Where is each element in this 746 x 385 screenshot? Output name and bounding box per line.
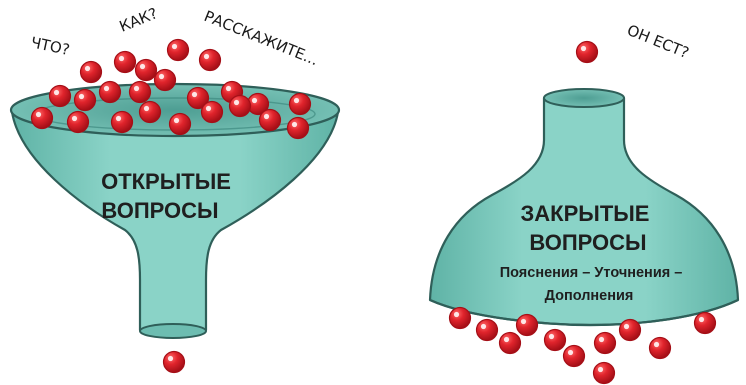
ball-highlight — [206, 106, 211, 111]
ball-highlight — [549, 334, 554, 339]
ball-highlight — [144, 106, 149, 111]
ball-icon — [170, 114, 191, 135]
ball-icon — [112, 112, 133, 133]
ball-icon — [564, 346, 585, 367]
funnel-spout-rim — [140, 324, 206, 338]
ball-highlight — [119, 56, 124, 61]
ball-icon — [517, 315, 538, 336]
ball-highlight — [699, 317, 704, 322]
ball-icon — [68, 112, 89, 133]
ball-highlight — [172, 44, 177, 49]
ball-icon — [577, 42, 598, 63]
ball-icon — [450, 308, 471, 329]
ball-icon — [200, 50, 221, 71]
ball-icon — [115, 52, 136, 73]
ball-highlight — [481, 324, 486, 329]
closed-title-line2: ВОПРОСЫ — [529, 230, 646, 255]
question-what: ЧТО? — [29, 33, 71, 59]
closed-subtitle-line2: Дополнения — [545, 288, 634, 304]
ball-highlight — [116, 116, 121, 121]
ball-icon — [230, 96, 251, 117]
funnel-open-icon — [12, 112, 338, 336]
ball-highlight — [292, 122, 297, 127]
ball-icon — [595, 333, 616, 354]
question-how: КАК? — [117, 4, 160, 35]
ball-highlight — [252, 98, 257, 103]
ball-highlight — [192, 92, 197, 97]
ball-icon — [650, 338, 671, 359]
ball-icon — [168, 40, 189, 61]
ball-icon — [594, 363, 615, 384]
open-title-line1: ОТКРЫТЫЕ — [101, 169, 231, 194]
ball-icon — [695, 313, 716, 334]
ball-highlight — [599, 337, 604, 342]
ball-icon — [545, 330, 566, 351]
ball-icon — [81, 62, 102, 83]
ball-highlight — [168, 356, 173, 361]
ball-icon — [50, 86, 71, 107]
ball-icon — [130, 82, 151, 103]
ball-icon — [140, 102, 161, 123]
ball-icon — [500, 333, 521, 354]
ball-highlight — [134, 86, 139, 91]
ball-highlight — [581, 46, 586, 51]
ball-highlight — [294, 98, 299, 103]
ball-highlight — [140, 64, 145, 69]
ball-icon — [75, 90, 96, 111]
ball-highlight — [598, 367, 603, 372]
ball-icon — [477, 320, 498, 341]
ball-highlight — [159, 74, 164, 79]
ball-icon — [155, 70, 176, 91]
ball-icon — [288, 118, 309, 139]
ball-icon — [290, 94, 311, 115]
ball-highlight — [654, 342, 659, 347]
ball-highlight — [624, 324, 629, 329]
ball-highlight — [568, 350, 573, 355]
ball-icon — [164, 352, 185, 373]
ball-highlight — [174, 118, 179, 123]
question-does-he-eat: ОН ЕСТ? — [625, 21, 692, 62]
ball-highlight — [504, 337, 509, 342]
ball-highlight — [204, 54, 209, 59]
open-title-line2: ВОПРОСЫ — [101, 198, 218, 223]
ball-icon — [136, 60, 157, 81]
ball-icon — [620, 320, 641, 341]
ball-highlight — [36, 112, 41, 117]
ball-highlight — [521, 319, 526, 324]
ball-icon — [32, 108, 53, 129]
closed-funnel-top-rim — [544, 89, 624, 107]
ball-icon — [100, 82, 121, 103]
ball-highlight — [234, 100, 239, 105]
ball-highlight — [104, 86, 109, 91]
closed-funnel: ОН ЕСТ? ЗАКРЫТЫЕ ВОПРОСЫ Пояснения – Уто… — [430, 21, 738, 325]
ball-highlight — [454, 312, 459, 317]
ball-highlight — [72, 116, 77, 121]
ball-highlight — [54, 90, 59, 95]
ball-highlight — [264, 114, 269, 119]
closed-subtitle-line1: Пояснения – Уточнения – — [500, 265, 683, 281]
ball-highlight — [226, 86, 231, 91]
ball-highlight — [79, 94, 84, 99]
ball-icon — [260, 110, 281, 131]
closed-title-line1: ЗАКРЫТЫЕ — [521, 201, 650, 226]
ball-highlight — [85, 66, 90, 71]
ball-icon — [202, 102, 223, 123]
